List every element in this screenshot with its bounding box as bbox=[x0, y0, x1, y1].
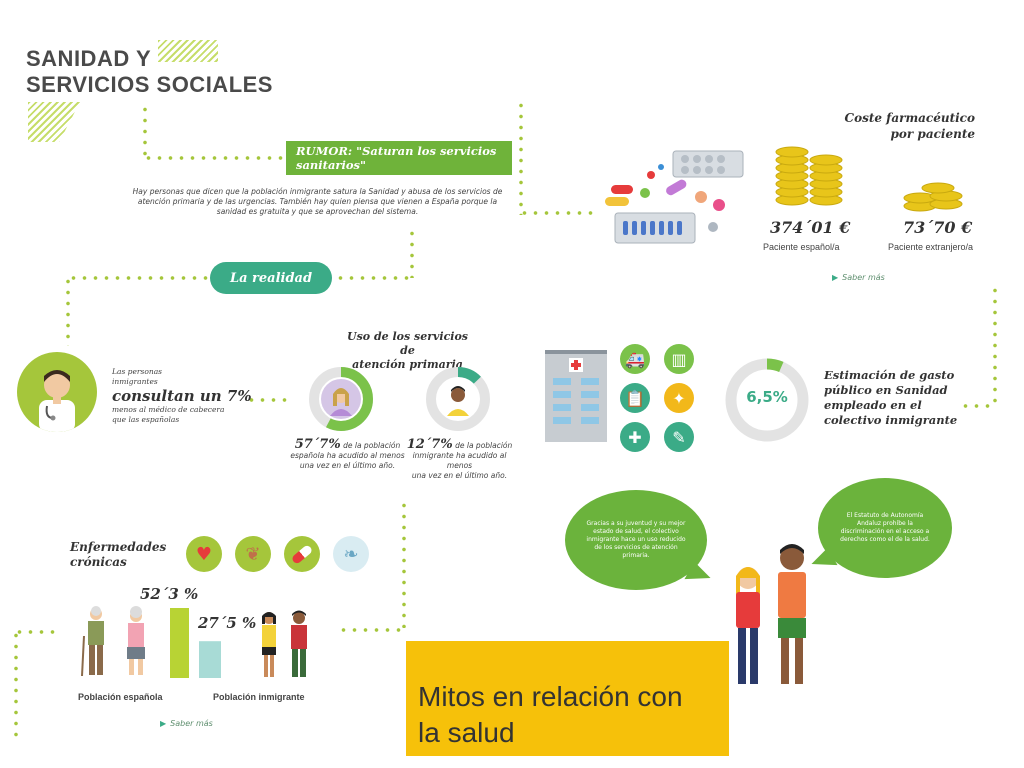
connector-dots bbox=[14, 630, 18, 740]
spending-line-2: público en Sanidad bbox=[824, 383, 948, 397]
rumor-description: Hay personas que dicen que la población … bbox=[132, 187, 503, 216]
immigrant-text-1: de la población bbox=[455, 441, 513, 450]
connector-dots bbox=[338, 628, 404, 632]
saber-mas-label: Saber más bbox=[170, 719, 213, 728]
spanish-text-2: española ha acudido al menos bbox=[290, 451, 405, 460]
ambulance-icon: 🚑 bbox=[620, 344, 650, 374]
syringe-icon: ✎ bbox=[664, 422, 694, 452]
chronic-bar-chart bbox=[170, 608, 221, 678]
immigrant-donut-chart bbox=[426, 367, 490, 431]
pharma-heading: Coste farmacéutico por paciente bbox=[830, 110, 975, 142]
chronic-heading-line-2: crónicas bbox=[70, 555, 127, 569]
consult-line-3: menos al médico de cabecera bbox=[112, 405, 225, 414]
spending-line-4: colectivo inmigrante bbox=[824, 413, 958, 427]
primary-care-heading-line-2: atención primaria bbox=[352, 358, 463, 371]
foreign-pharma-cost: 73´70 € bbox=[903, 218, 973, 237]
foreign-patient-label: Paciente extranjero/a bbox=[888, 242, 974, 252]
slide-caption: Mitos en relación con la salud bbox=[406, 641, 729, 756]
connector-dots bbox=[68, 276, 210, 280]
first-aid-kit-icon: ✚ bbox=[620, 422, 650, 452]
doctor-icon bbox=[39, 370, 75, 432]
title-line-1: SANIDAD Y bbox=[26, 46, 152, 71]
connector-dots bbox=[410, 228, 414, 278]
spanish-chronic-bar bbox=[170, 608, 189, 678]
connector-dots bbox=[66, 276, 70, 346]
immigrant-chronic-value: 27´5 % bbox=[198, 614, 257, 632]
immigrant-primary-care-text: 12´7% de la población inmigrante ha acud… bbox=[402, 437, 517, 481]
title-hatch-decoration bbox=[158, 40, 218, 62]
primary-care-heading: Uso de los servicios de atención primari… bbox=[340, 330, 475, 372]
hospital-building-icon bbox=[545, 350, 607, 442]
speech-bubble-left: Gracias a su juventud y su mejor estado … bbox=[565, 490, 707, 590]
tooth-icon: ✦ bbox=[664, 383, 694, 413]
spanish-patient-label: Paciente español/a bbox=[763, 242, 840, 252]
connector-dots bbox=[335, 276, 413, 280]
spanish-primary-care-pct: 57´7% bbox=[294, 437, 341, 452]
capsule-icon bbox=[284, 536, 320, 572]
heart-icon: ♥ bbox=[186, 536, 222, 572]
corner-hatch-decoration bbox=[28, 102, 80, 142]
elderly-couple-illustration bbox=[81, 606, 145, 677]
chronic-saber-mas-link[interactable]: ▶ Saber más bbox=[160, 719, 213, 728]
saber-mas-label: Saber más bbox=[842, 273, 885, 282]
caption-line-2: la salud bbox=[418, 717, 515, 748]
doctor-avatar bbox=[17, 352, 97, 432]
spanish-text-1: de la población bbox=[343, 441, 401, 450]
coin-stack-large bbox=[775, 146, 843, 206]
immigrant-chronic-bar bbox=[199, 641, 221, 678]
spending-line-3: empleado en el bbox=[824, 398, 922, 412]
connector-dots bbox=[960, 404, 996, 408]
title-line-2: SERVICIOS SOCIALES bbox=[26, 72, 273, 97]
kidneys-icon: ❦ bbox=[235, 536, 271, 572]
spending-description: Estimación de gasto público en Sanidad e… bbox=[824, 368, 957, 428]
immigrant-primary-care-pct: 12´7% bbox=[406, 437, 453, 452]
connector-dots bbox=[402, 500, 406, 628]
connector-dots bbox=[143, 104, 147, 160]
connector-dots bbox=[519, 100, 523, 215]
consult-line-2: inmigrantes bbox=[112, 377, 158, 386]
connector-dots bbox=[519, 211, 599, 215]
consult-line-1: Las personas bbox=[112, 367, 163, 376]
arrow-icon: ▶ bbox=[160, 719, 167, 728]
arrow-icon: ▶ bbox=[832, 273, 839, 282]
page-title: SANIDAD Y SERVICIOS SOCIALES bbox=[26, 46, 273, 98]
spanish-donut-chart bbox=[309, 367, 373, 431]
speech-bubble-right: El Estatuto de Autonomía Andaluz prohíbe… bbox=[818, 478, 952, 578]
spanish-text-3: una vez en el último año. bbox=[299, 461, 396, 470]
immigrant-population-label: Población inmigrante bbox=[213, 692, 305, 702]
chronic-heading-line-1: Enfermedades bbox=[70, 540, 167, 554]
spending-line-1: Estimación de gasto bbox=[824, 368, 955, 382]
pharma-saber-mas-link[interactable]: ▶ Saber más bbox=[832, 273, 885, 282]
spanish-population-label: Población española bbox=[78, 692, 163, 702]
lungs-icon: ❧ bbox=[333, 536, 369, 572]
chronic-heading: Enfermedades crónicas bbox=[70, 540, 166, 570]
spanish-primary-care-text: 57´7% de la población española ha acudid… bbox=[290, 437, 405, 471]
coin-stack-small bbox=[903, 182, 963, 212]
consult-highlight: consultan un 7% bbox=[112, 387, 252, 405]
immigrant-text-3: una vez en el último año. bbox=[411, 471, 508, 480]
consult-line-4: que las españolas bbox=[112, 415, 180, 424]
connector-dots bbox=[246, 398, 288, 402]
rumor-banner: RUMOR: "Saturan los servicios sanitarios… bbox=[286, 141, 512, 175]
spanish-chronic-value: 52´3 % bbox=[140, 585, 199, 603]
children-illustration bbox=[736, 544, 806, 684]
primary-care-heading-line-1: Uso de los servicios de bbox=[347, 330, 468, 357]
spanish-pharma-cost: 374´01 € bbox=[770, 218, 851, 237]
medicine-pills-illustration bbox=[605, 150, 744, 244]
connector-dots bbox=[143, 156, 286, 160]
caption-line-1: Mitos en relación con bbox=[418, 681, 683, 712]
pharma-heading-line-2: por paciente bbox=[890, 127, 975, 141]
connector-dots bbox=[993, 285, 997, 407]
test-tubes-icon: ▥ bbox=[664, 344, 694, 374]
reality-label: La realidad bbox=[210, 262, 332, 294]
spending-gauge bbox=[725, 358, 809, 442]
connector-dots bbox=[14, 630, 58, 634]
clipboard-icon: 📋 bbox=[620, 383, 650, 413]
spending-value: 6,5% bbox=[746, 388, 788, 406]
capsule-shape bbox=[290, 543, 314, 565]
pharma-heading-line-1: Coste farmacéutico bbox=[844, 111, 975, 125]
consult-text: Las personas inmigrantes consultan un 7%… bbox=[112, 367, 252, 425]
immigrant-text-2: inmigrante ha acudido al menos bbox=[412, 451, 507, 470]
immigrant-couple-illustration bbox=[262, 610, 307, 677]
